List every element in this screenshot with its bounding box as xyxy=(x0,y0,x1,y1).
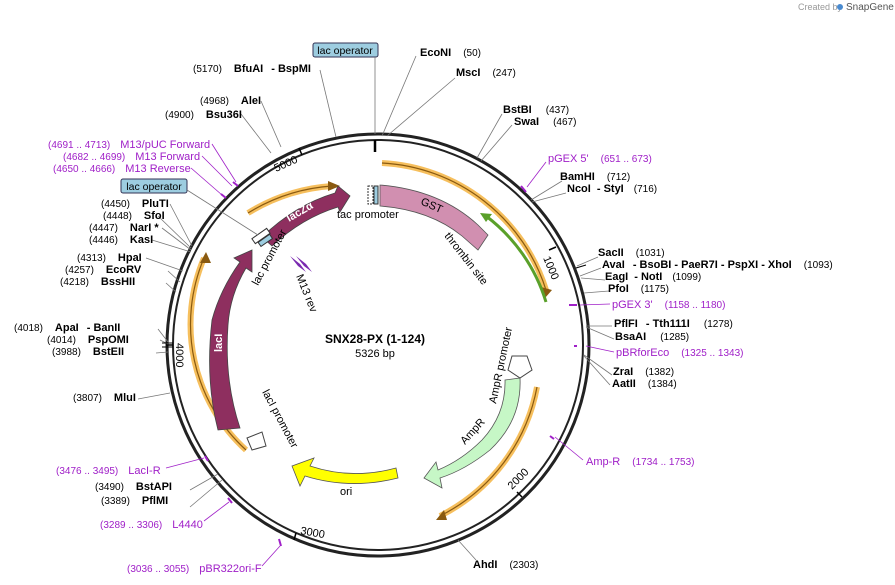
enzyme-pfoi[interactable]: PfoI(1175) xyxy=(608,283,669,295)
enzyme-msci[interactable]: MscI(247) xyxy=(456,67,516,79)
enzyme-bstapi[interactable]: (3490)BstAPI xyxy=(95,481,172,493)
m13rev-arrow-1 xyxy=(290,256,306,272)
tick-3000: 3000 xyxy=(299,525,325,541)
enzyme-alei[interactable]: (4968)AleI xyxy=(200,95,261,107)
lacz-alpha-feature[interactable] xyxy=(261,185,351,247)
plasmid-name: SNX28-PX (1-124) xyxy=(325,332,425,346)
enzyme-bamhi[interactable]: BamHI(712) xyxy=(560,171,630,183)
enzyme-pluti[interactable]: (4450)PluTI xyxy=(101,198,169,210)
enzyme-nari[interactable]: (4447)NarI * xyxy=(89,222,159,234)
enzyme-econi[interactable]: EcoNI(50) xyxy=(420,47,481,59)
tac-promoter-mark xyxy=(367,185,374,205)
ampr-feature[interactable] xyxy=(423,377,521,489)
enzyme-ahdi[interactable]: AhdI(2303) xyxy=(473,559,538,571)
primer-laci-r[interactable]: (3476 .. 3495)LacI-R xyxy=(56,465,161,477)
tac-promoter-label: tac promoter xyxy=(337,209,399,221)
primer-pgex5[interactable]: pGEX 5'(651 .. 673) xyxy=(548,153,652,165)
enzyme-bstbi[interactable]: BstBI(437) xyxy=(503,104,569,116)
enzyme-pspomi[interactable]: (4014)PspOMI xyxy=(47,334,129,346)
snapgene-logo-text: SnapGene xyxy=(846,2,894,13)
tick-2000: 2000 xyxy=(506,466,532,492)
primer-pbr322ori[interactable]: (3036 .. 3055)pBR322ori-F xyxy=(127,563,262,575)
lac-operator-top-label: lac operator xyxy=(317,45,373,57)
enzyme-eagi[interactable]: EagI- NotI(1099) xyxy=(605,271,701,283)
lac-operator-left-label: lac operator xyxy=(126,181,182,193)
enzyme-sites-right xyxy=(381,55,615,561)
enzyme-kasi[interactable]: (4446)KasI xyxy=(89,234,153,246)
m13rev-label: M13 rev xyxy=(293,273,319,315)
lac-operator-mark xyxy=(373,185,379,205)
ori-feature[interactable] xyxy=(291,457,399,487)
enzyme-apai[interactable]: (4018)ApaI- BanII xyxy=(14,322,120,334)
lac-operator-box-left[interactable] xyxy=(120,178,188,194)
laci-promoter-arrow xyxy=(246,431,267,451)
primer-marks xyxy=(165,143,615,567)
enzyme-aatii[interactable]: AatII(1384) xyxy=(612,378,677,390)
enzyme-mlui[interactable]: (3807)MluI xyxy=(73,392,136,404)
enzyme-hpai[interactable]: (4313)HpaI xyxy=(77,252,142,264)
enzyme-pflmi[interactable]: (3389)PflMI xyxy=(101,495,168,507)
watermark-created-by: Created by xyxy=(798,2,843,12)
enzyme-bsaai[interactable]: BsaAI(1285) xyxy=(615,331,689,343)
primer-m13puc[interactable]: (4691 .. 4713)M13/pUC Forward xyxy=(48,139,210,151)
snapgene-logo-icon xyxy=(837,4,843,10)
enzyme-pflfi[interactable]: PflFI- Tth111I(1278) xyxy=(614,318,733,330)
ori-label: ori xyxy=(340,486,352,498)
enzyme-bfuai[interactable]: (5170)BfuAI- BspMI xyxy=(193,63,311,75)
laci-label: lacI xyxy=(213,334,225,352)
enzyme-zrai[interactable]: ZraI(1382) xyxy=(613,366,674,378)
primer-m13fwd[interactable]: (4682 .. 4699)M13 Forward xyxy=(63,151,200,163)
m13rev-arrow-2 xyxy=(296,256,312,272)
primer-m13rev[interactable]: (4650 .. 4666)M13 Reverse xyxy=(53,163,191,175)
tick-4000: 4000 xyxy=(173,343,185,367)
enzyme-sfoi[interactable]: (4448)SfoI xyxy=(103,210,165,222)
primer-ampr[interactable]: Amp-R(1734 .. 1753) xyxy=(586,456,695,468)
cut-marks xyxy=(162,140,587,348)
enzyme-bsteii[interactable]: (3988)BstEII xyxy=(52,346,124,358)
primer-l4440[interactable]: (3289 .. 3306)L4440 xyxy=(100,519,203,531)
enzyme-ncoi[interactable]: NcoI- StyI(716) xyxy=(567,183,657,195)
enzyme-ecorv[interactable]: (4257)EcoRV xyxy=(65,264,142,276)
green-arc xyxy=(485,214,548,303)
enzyme-bsu36i[interactable]: (4900)Bsu36I xyxy=(165,109,242,121)
plasmid-length: 5326 bp xyxy=(355,348,395,360)
primer-pgex3[interactable]: pGEX 3'(1158 .. 1180) xyxy=(612,299,725,311)
enzyme-bsshii[interactable]: (4218)BssHII xyxy=(60,276,135,288)
gst-feature[interactable] xyxy=(379,184,489,251)
lac-promoter-mark xyxy=(251,227,271,245)
enzyme-sacii[interactable]: SacII(1031) xyxy=(598,247,665,259)
ampr-promoter-arrow xyxy=(507,355,533,379)
lac-operator-mark-2 xyxy=(257,233,274,248)
enzyme-avai[interactable]: AvaI- BsoBI - PaeR7I - PspXI - XhoI(1093… xyxy=(602,259,833,271)
laci-promoter-label: lacI promoter xyxy=(259,388,300,451)
lac-operator-box-top[interactable] xyxy=(312,42,379,58)
laci-feature[interactable] xyxy=(209,249,253,431)
enzyme-sites-left xyxy=(137,69,337,508)
primer-pbrforeco[interactable]: pBRforEco(1325 .. 1343) xyxy=(616,347,743,359)
tick-5000: 5000 xyxy=(272,154,299,175)
enzyme-swai[interactable]: SwaI(467) xyxy=(514,116,576,128)
green-arrowhead xyxy=(480,213,492,222)
